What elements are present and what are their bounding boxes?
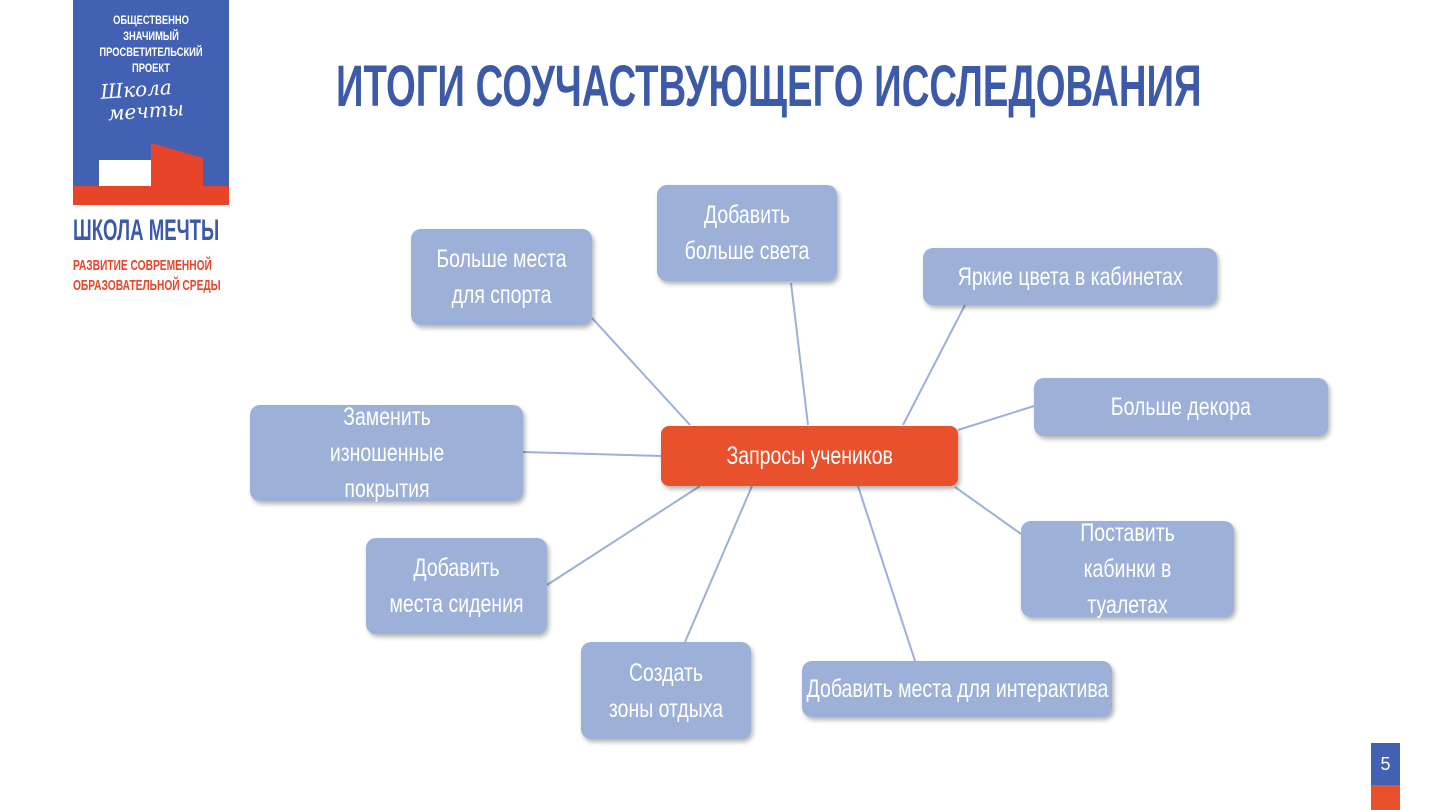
brand-subtitle: РАЗВИТИЕ СОВРЕМЕННОЙ ОБРАЗОВАТЕЛЬНОЙ СРЕ…	[73, 256, 221, 296]
request-node: Добавить места для интерактива	[802, 661, 1112, 717]
connector-line	[591, 317, 691, 426]
connector-line	[857, 485, 916, 662]
request-node: Создать зоны отдыха	[581, 642, 751, 739]
node-label: Поставить кабинки в туалетах	[1080, 519, 1175, 619]
project-logo: ОБЩЕСТВЕННО ЗНАЧИМЫЙ ПРОСВЕТИТЕЛЬСКИЙ ПР…	[73, 0, 229, 205]
logo-project-line: ОБЩЕСТВЕННО ЗНАЧИМЫЙ	[113, 13, 189, 43]
logo-project-text: ОБЩЕСТВЕННО ЗНАЧИМЫЙ ПРОСВЕТИТЕЛЬСКИЙ ПР…	[90, 12, 212, 76]
connector-line	[954, 486, 1022, 535]
request-node: Добавить места сидения	[366, 538, 547, 634]
center-node-label: Запросы учеников	[726, 442, 893, 470]
connector-line	[957, 405, 1035, 431]
center-node: Запросы учеников	[661, 426, 958, 486]
connector-line	[546, 485, 701, 586]
page-number: 5	[1371, 743, 1400, 785]
request-node: Яркие цвета в кабинетах	[923, 248, 1217, 305]
node-label: Добавить больше света	[684, 201, 810, 265]
brand-subtitle-line: РАЗВИТИЕ СОВРЕМЕННОЙ	[73, 257, 212, 274]
request-node: Заменить изношенные покрытия	[250, 403, 523, 503]
node-label: Больше места для спорта	[436, 245, 567, 309]
slide-title: ИТОГИ СОУЧАСТВУЮЩЕГО ИССЛЕДОВАНИЯ	[336, 54, 1202, 119]
node-label: Создать зоны отдыха	[608, 658, 724, 723]
brand-subtitle-line: ОБРАЗОВАТЕЛЬНОЙ СРЕДЫ	[73, 277, 221, 294]
request-node: Больше места для спорта	[411, 229, 592, 325]
node-label: Добавить места для интерактива	[806, 675, 1108, 703]
connector-line	[684, 485, 753, 643]
node-label: Добавить места сидения	[389, 554, 524, 618]
request-node: Поставить кабинки в туалетах	[1021, 519, 1234, 619]
connector-line	[902, 304, 966, 426]
connector-line	[790, 282, 809, 426]
node-label: Заменить изношенные покрытия	[329, 403, 444, 503]
request-node: Добавить больше света	[657, 185, 837, 281]
node-label: Яркие цвета в кабинетах	[957, 262, 1183, 291]
connector-line	[522, 451, 662, 457]
logo-base	[73, 186, 229, 205]
logo-project-line: ПРОСВЕТИТЕЛЬСКИЙ ПРОЕКТ	[99, 45, 203, 75]
node-label: Больше декора	[1110, 393, 1252, 421]
logo-house-icon	[99, 160, 151, 186]
page-number-accent	[1371, 785, 1400, 810]
request-node: Больше декора	[1034, 378, 1328, 436]
